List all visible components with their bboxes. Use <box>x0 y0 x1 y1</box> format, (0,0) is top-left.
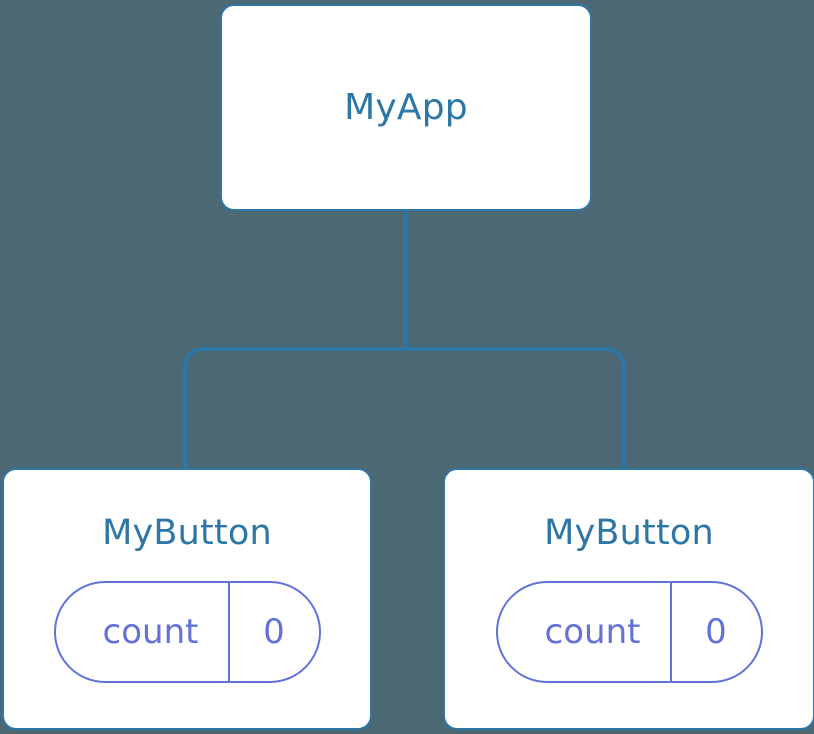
node-mybutton-2[interactable]: MyButton count 0 <box>443 468 814 730</box>
node-myapp-title: MyApp <box>344 86 468 128</box>
connector-branch-left <box>183 347 406 470</box>
state-pill-1[interactable]: count 0 <box>53 580 321 683</box>
state-key-1: count <box>102 611 199 652</box>
connector-branch-right <box>405 347 626 470</box>
state-value-1: 0 <box>227 582 319 681</box>
node-mybutton-1-title: MyButton <box>102 512 272 553</box>
state-key-2: count <box>544 611 641 652</box>
node-mybutton-1[interactable]: MyButton count 0 <box>2 468 372 730</box>
node-mybutton-2-title: MyButton <box>544 512 714 553</box>
state-pill-2[interactable]: count 0 <box>495 580 763 683</box>
state-value-2: 0 <box>669 582 761 681</box>
node-myapp[interactable]: MyApp <box>220 4 592 211</box>
